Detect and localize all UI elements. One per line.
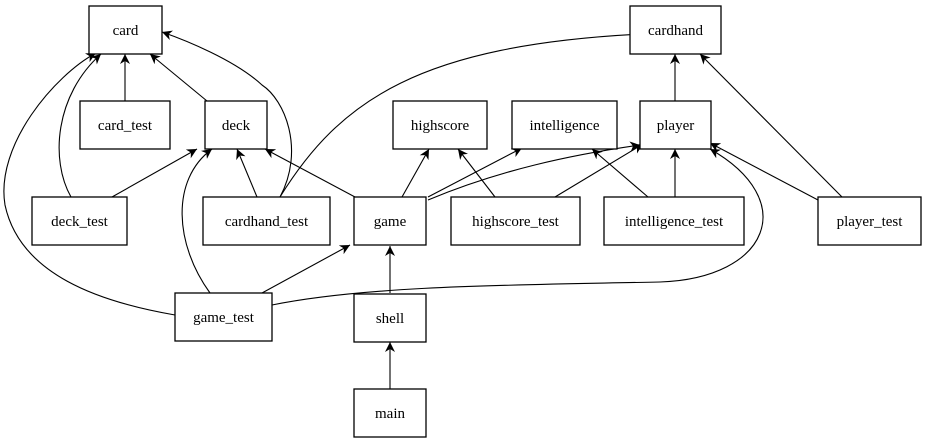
node-highscore-test[interactable]: highscore_test: [450, 196, 581, 246]
edge-cardhand-test-to-card: [161, 30, 293, 198]
node-intelligence-test-label: intelligence_test: [625, 214, 724, 230]
edge-game-to-deck: [264, 148, 356, 198]
edge-highscore-test-to-highscore: [457, 148, 496, 198]
edge-game-test-to-deck: [181, 148, 213, 294]
node-highscore[interactable]: highscore: [392, 100, 488, 150]
node-highscore-test-label: highscore_test: [472, 214, 559, 230]
node-player-test-label: player_test: [837, 214, 904, 230]
node-main-label: main: [375, 406, 405, 422]
node-card-test[interactable]: card_test: [79, 100, 171, 150]
edge-player-test-to-player: [709, 142, 819, 201]
node-game-test[interactable]: game_test: [174, 292, 273, 342]
edge-player-test-to-cardhand: [699, 53, 843, 198]
node-deck-test[interactable]: deck_test: [31, 196, 128, 246]
edge-deck-to-card: [149, 53, 208, 102]
node-cardhand-test[interactable]: cardhand_test: [202, 196, 331, 246]
node-card-label: card: [113, 23, 139, 39]
node-deck-label: deck: [222, 118, 251, 134]
node-player-test[interactable]: player_test: [817, 196, 922, 246]
node-cardhand[interactable]: cardhand: [629, 5, 722, 55]
node-player[interactable]: player: [639, 100, 712, 150]
node-shell[interactable]: shell: [353, 293, 427, 343]
edge-deck-test-to-card: [58, 53, 102, 198]
edge-highscore-test-to-player: [554, 143, 644, 198]
edge-cardhand-test-to-deck: [236, 148, 258, 198]
edge-game-test-to-game: [261, 244, 351, 294]
edge-game-test-to-player: [271, 148, 764, 306]
node-main[interactable]: main: [353, 388, 427, 438]
edge-game-to-player: [427, 141, 641, 201]
edge-deck-test-to-deck: [111, 148, 198, 198]
node-card-test-label: card_test: [98, 118, 153, 134]
node-intelligence-label: intelligence: [530, 118, 600, 134]
node-game-test-label: game_test: [193, 310, 255, 326]
edge-game-to-highscore: [401, 148, 430, 198]
node-deck-test-label: deck_test: [51, 214, 108, 230]
node-intelligence[interactable]: intelligence: [511, 100, 618, 150]
edge-game-test-to-card: [3, 52, 176, 316]
node-deck[interactable]: deck: [204, 100, 268, 150]
node-shell-label: shell: [376, 311, 404, 327]
edge-cardhand-test-to-cardhand: [279, 29, 644, 198]
node-game-label: game: [374, 214, 407, 230]
edges: [3, 29, 843, 389]
node-intelligence-test[interactable]: intelligence_test: [603, 196, 745, 246]
node-game[interactable]: game: [353, 196, 427, 246]
edge-intelligence-test-to-intelligence: [591, 148, 649, 198]
nodes: card cardhand card_test deck highscore i…: [31, 5, 922, 438]
node-player-label: player: [657, 118, 694, 134]
node-cardhand-label: cardhand: [648, 23, 703, 39]
node-card[interactable]: card: [88, 5, 163, 55]
edge-game-to-intelligence: [427, 147, 523, 198]
node-cardhand-test-label: cardhand_test: [225, 214, 309, 230]
node-highscore-label: highscore: [411, 118, 470, 134]
